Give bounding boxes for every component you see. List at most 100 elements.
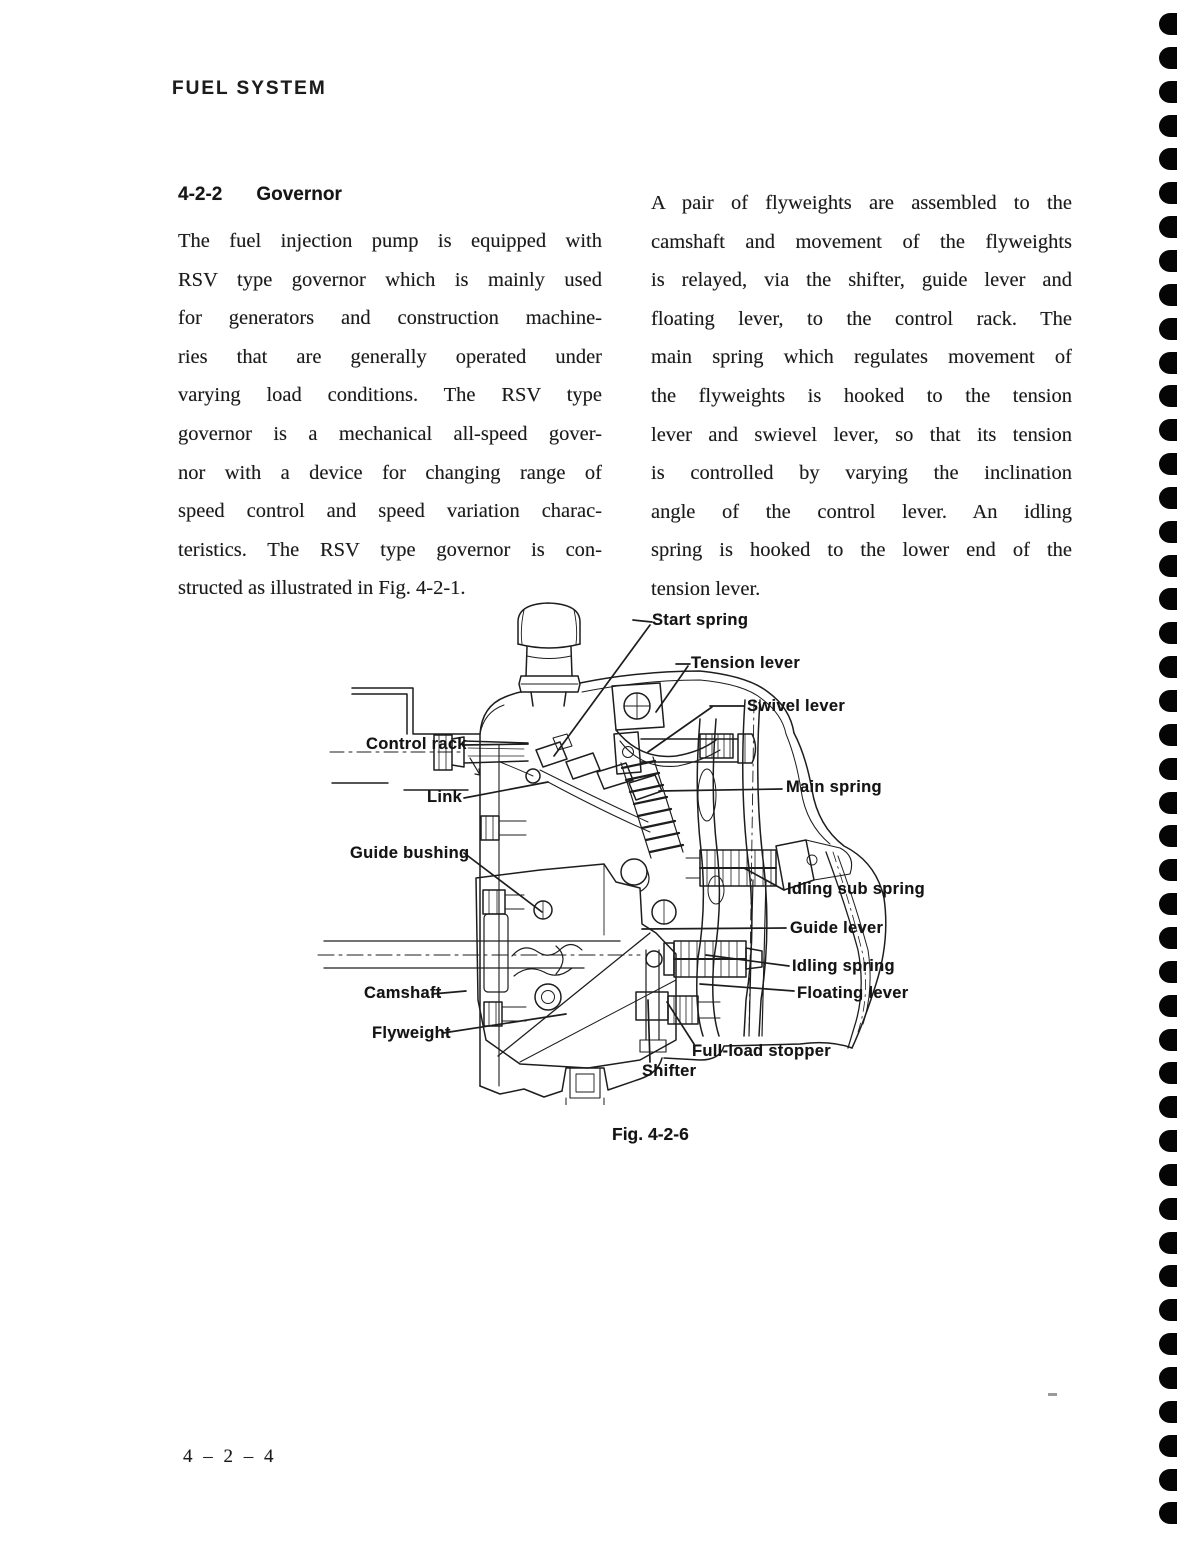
binding-mark [1159,1265,1177,1288]
figure-label-idling-spring: Idling spring [792,957,895,975]
figure-label-camshaft: Camshaft [364,984,442,1002]
body-text-line: for generators and construction machine- [178,307,602,330]
body-text-line: lever and swievel lever, so that its ten… [651,423,1072,446]
governor-diagram [300,585,940,1105]
binding-mark [1159,791,1177,814]
section-heading: 4-2-2 Governor [178,184,342,206]
adjust-knob-drawing [518,603,580,706]
figure-label-idling-sub-spring: Idling sub spring [787,880,926,898]
binding-mark [1159,520,1177,543]
body-text-line: governor is a mechanical all-speed gover… [178,422,602,445]
binding-mark [1159,419,1177,442]
body-text-line: is relayed, via the shifter, guide lever… [651,269,1072,292]
figure-label-full-load-stopper: Full-load stopper [692,1042,831,1060]
binding-mark [1159,351,1177,374]
figure-label-link: Link [427,788,463,806]
figure-label-control-rack: Control rack [366,735,467,753]
binding-mark [1159,1096,1177,1119]
leader-lines [432,620,794,1062]
right-text-column: A pair of flyweights are assembled to th… [651,184,1072,609]
figure-label-guide-lever: Guide lever [790,919,884,937]
page-header: FUEL SYSTEM [172,78,327,99]
binding-mark [1159,283,1177,306]
body-text-line: tension lever. [651,577,761,600]
full-load-stopper-drawing [636,992,720,1024]
binding-mark [1159,656,1177,679]
binding-mark [1159,1231,1177,1254]
camshaft-drawing [318,914,640,992]
figure-label-tension-lever: Tension lever [691,654,801,672]
binding-mark [1159,46,1177,69]
body-text-line: teristics. The RSV type governor is con- [178,538,602,561]
binding-mark [1159,960,1177,983]
binding-mark [1159,1299,1177,1322]
page-number: 4 – 2 – 4 [183,1446,277,1467]
body-text-line: varying load conditions. The RSV type [178,384,602,407]
left-text-column: The fuel injection pump is equipped with… [178,222,602,608]
binding-mark [1159,757,1177,780]
body-text-line: ries that are generally operated under [178,345,602,368]
body-text-line: main spring which regulates movement of [651,346,1072,369]
body-text-line: camshaft and movement of the flyweights [651,230,1072,253]
binding-mark [1159,1367,1177,1389]
tension-lever-drawing [612,683,720,766]
floating-lever-drawing [749,880,766,1036]
shifter-drawing [640,950,666,1052]
body-text-line: floating lever, to the control rack. The [651,307,1072,330]
binding-mark [1159,1197,1177,1220]
binding-mark [1159,114,1177,137]
binding-mark [1159,453,1177,476]
binding-mark [1159,1163,1177,1186]
figure-label-swivel-lever: Swivel lever [747,697,846,715]
side-bolts-drawing [481,816,526,1026]
body-text-line: speed control and speed variation charac… [178,500,602,523]
binding-mark [1159,148,1177,171]
binding-mark [1159,1028,1177,1051]
body-text-line: is controlled by varying the inclination [651,462,1072,485]
body-text-line: nor with a device for changing range of [178,461,602,484]
binding-mark [1159,622,1177,645]
binding-mark [1159,13,1177,35]
binding-mark [1159,723,1177,746]
body-text-line: structed as illustrated in Fig. 4-2-1. [178,577,466,600]
binding-mark [1159,588,1177,611]
figure-label-shifter: Shifter [642,1062,697,1080]
binding-mark [1159,825,1177,848]
body-text-line: angle of the control lever. An idling [651,500,1072,523]
binding-mark [1159,1468,1177,1491]
binding-mark [1159,317,1177,340]
body-text-line: spring is hooked to the lower end of the [651,539,1072,562]
body-text-line: RSV type governor which is mainly used [178,268,602,291]
section-title: Governor [256,184,342,205]
binding-mark [1159,554,1177,577]
binding-mark [1159,249,1177,272]
section-number: 4-2-2 [178,184,223,205]
main-spring-drawing [621,757,683,891]
scan-artifact [1048,1393,1057,1396]
binding-mark [1159,859,1177,882]
binding-mark [1159,486,1177,509]
binding-mark [1159,1400,1177,1423]
body-text-line: The fuel injection pump is equipped with [178,230,602,252]
swivel-lever-drawing [614,732,756,774]
binding-mark [1159,1333,1177,1356]
figure-caption: Fig. 4-2-6 [612,1124,689,1144]
figure-label-start-spring: Start spring [652,611,749,629]
body-text-line: A pair of flyweights are assembled to th… [651,192,1072,214]
binding-mark [1159,385,1177,408]
binding-mark [1159,182,1177,205]
idling-spring-drawing [646,941,762,977]
binding-mark [1159,1062,1177,1085]
control-rack-drawing [330,735,528,790]
binding-mark [1159,690,1177,712]
binding-mark [1159,1434,1177,1457]
figure-label-main-spring: Main spring [786,778,882,796]
binding-mark [1159,1130,1177,1153]
figure-label-floating-lever: Floating lever [797,984,909,1002]
binding-mark [1159,80,1177,103]
figure-label-guide-bushing: Guide bushing [350,844,470,862]
binding-mark [1159,216,1177,239]
binding-mark [1159,893,1177,916]
body-text-line: the flyweights is hooked to the tension [651,384,1072,407]
